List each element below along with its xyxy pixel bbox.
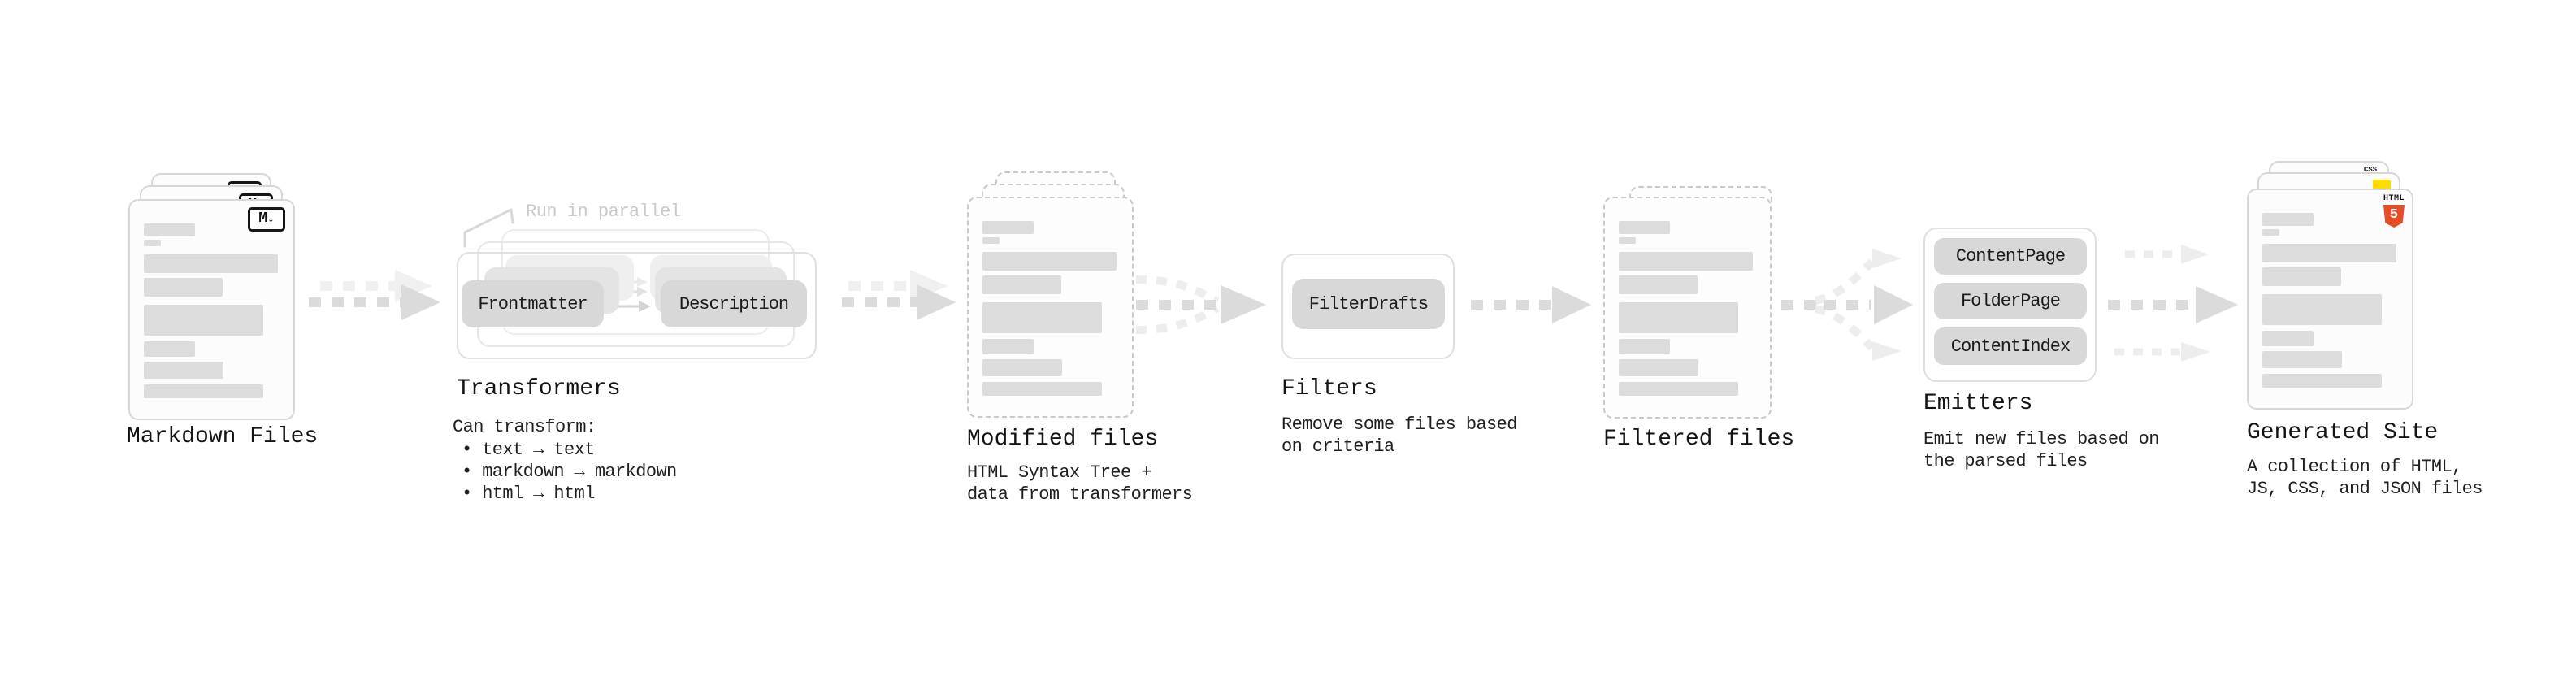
generated-site-caption: JS, CSS, and JSON files bbox=[2247, 479, 2483, 499]
modified-files-label: Modified files bbox=[967, 427, 1159, 452]
modified-file-card-front bbox=[967, 197, 1134, 418]
arrow-markdown-to-transformers bbox=[309, 270, 440, 320]
transformers-bullet: • text → text bbox=[462, 440, 595, 460]
transformer-frame-front bbox=[457, 252, 817, 359]
arrow-emitters-to-generated bbox=[2108, 245, 2238, 362]
emitters-caption: Emit new files based on bbox=[1923, 429, 2159, 449]
emitter-pill-contentindex: ContentIndex bbox=[1934, 327, 2087, 365]
emitter-pill-contentpage: ContentPage bbox=[1934, 238, 2087, 275]
arrow-filtered-to-emitters bbox=[1781, 249, 1913, 361]
markdown-file-card-front: M↓ bbox=[128, 199, 295, 420]
arrow-modified-to-filters bbox=[1135, 275, 1266, 334]
arrow-filters-to-filtered bbox=[1471, 286, 1591, 323]
filters-caption: on criteria bbox=[1281, 436, 1394, 457]
filters-label: Filters bbox=[1281, 376, 1377, 401]
js-file-icon bbox=[2373, 180, 2391, 190]
filters-caption: Remove some files based bbox=[1281, 414, 1517, 435]
emitters-caption: the parsed files bbox=[1923, 451, 2088, 471]
emitter-pill-folderpage: FolderPage bbox=[1934, 283, 2087, 319]
html5-icon: HTML 5 bbox=[2383, 195, 2405, 228]
filtered-file-card-front bbox=[1603, 197, 1772, 419]
file-content-placeholder bbox=[2262, 213, 2396, 388]
filters-frame bbox=[1281, 254, 1455, 359]
transformers-caption-title: Can transform: bbox=[453, 417, 596, 437]
arrow-transformers-to-modified bbox=[842, 270, 956, 320]
file-content-placeholder bbox=[982, 221, 1117, 396]
modified-files-caption: data from transformers bbox=[967, 484, 1193, 505]
transformer-pill-description: Description bbox=[661, 280, 807, 327]
markdown-files-label: Markdown Files bbox=[127, 424, 319, 449]
markdown-icon: M↓ bbox=[248, 207, 285, 232]
run-in-parallel-callout-line bbox=[463, 208, 514, 248]
transformers-bullet: • markdown → markdown bbox=[462, 462, 677, 482]
generated-site-label: Generated Site bbox=[2247, 420, 2439, 445]
run-in-parallel-note: Run in parallel bbox=[526, 202, 681, 222]
file-content-placeholder bbox=[1619, 221, 1753, 396]
filter-pill-filterdrafts: FilterDrafts bbox=[1292, 279, 1445, 329]
modified-files-caption: HTML Syntax Tree + bbox=[967, 462, 1151, 483]
generated-site-caption: A collection of HTML, bbox=[2247, 457, 2462, 477]
file-content-placeholder bbox=[144, 223, 278, 398]
transformers-label: Transformers bbox=[457, 376, 621, 401]
filtered-files-label: Filtered files bbox=[1603, 427, 1795, 452]
emitters-label: Emitters bbox=[1923, 391, 2033, 416]
emitters-frame bbox=[1923, 228, 2097, 382]
transformers-bullet: • html → html bbox=[462, 484, 595, 504]
generated-file-card-html: HTML 5 bbox=[2247, 189, 2413, 410]
transformer-pill-frontmatter: Frontmatter bbox=[462, 280, 604, 327]
